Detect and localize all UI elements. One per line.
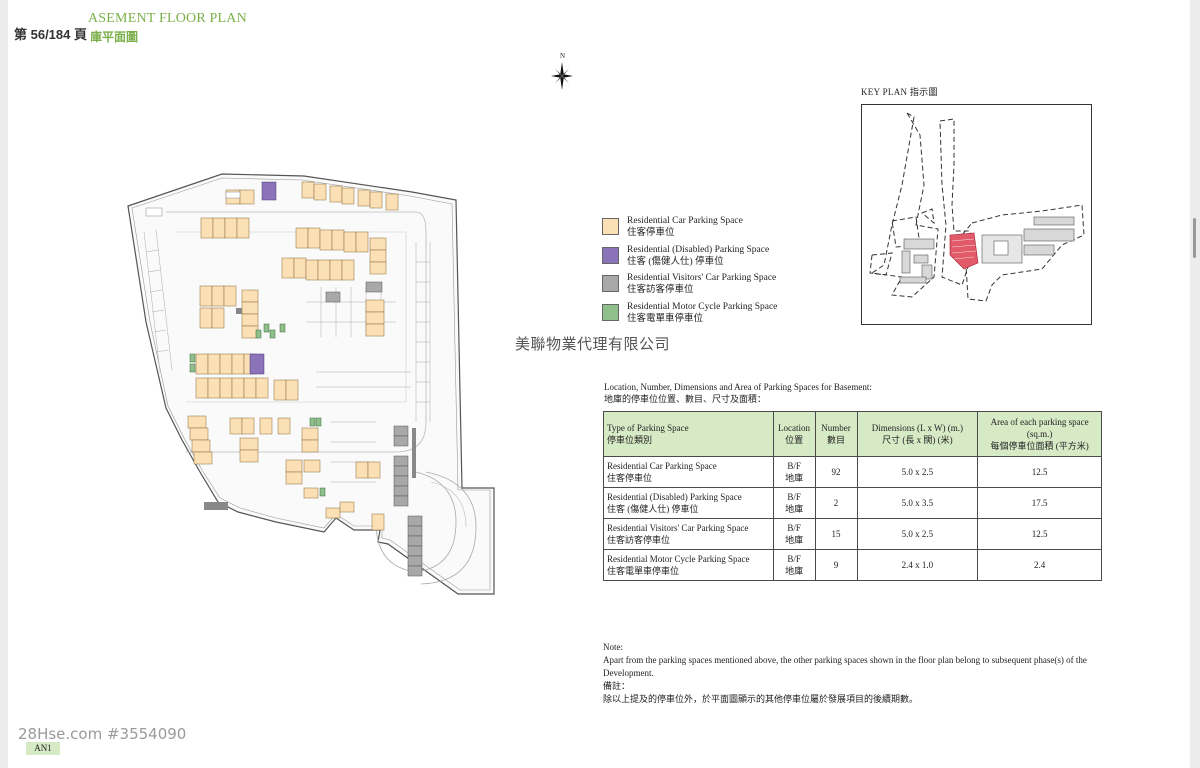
header-area: Area of each parking space (sq.m.)每個停車位面… bbox=[977, 411, 1102, 457]
cell-dimensions: 5.0 x 2.5 bbox=[856, 518, 979, 550]
legend-swatch-residential-disabled bbox=[602, 247, 619, 264]
legend-label-zh: 住客 (傷健人仕) 停車位 bbox=[627, 257, 724, 267]
floor-plan-title-zh: 庫平面圖 bbox=[90, 30, 139, 44]
cell-number: 15 bbox=[814, 518, 858, 550]
table-caption-en: Location, Number, Dimensions and Area of… bbox=[604, 382, 872, 392]
note-heading-en: Note: bbox=[603, 642, 623, 652]
legend-item-residential-car: Residential Car Parking Space 住客停車位 bbox=[602, 215, 822, 241]
header-dimensions: Dimensions (L x W) (m.)尺寸 (長 x 闊) (米) bbox=[856, 411, 979, 457]
note-heading-zh: 備註： bbox=[603, 681, 631, 691]
cell-number: 92 bbox=[814, 456, 858, 488]
legend-label-en: Residential Car Parking Space bbox=[627, 216, 743, 226]
cell-dimensions: 5.0 x 3.5 bbox=[856, 487, 979, 519]
legend-label-zh: 住客電單車停車位 bbox=[627, 314, 704, 324]
cell-number: 2 bbox=[814, 487, 858, 519]
listing-watermark: 28Hse.com #3554090 bbox=[18, 725, 187, 743]
legend-label-en: Residential Motor Cycle Parking Space bbox=[627, 302, 778, 312]
legend-label-en: Residential (Disabled) Parking Space bbox=[627, 245, 770, 255]
floor-plan-title-en: ASEMENT FLOOR PLAN bbox=[88, 11, 247, 26]
north-arrow-icon: N bbox=[548, 50, 576, 96]
key-plan-map bbox=[861, 104, 1092, 325]
legend-item-residential-visitors: Residential Visitors' Car Parking Space … bbox=[602, 272, 822, 298]
legend-label-zh: 住客停車位 bbox=[627, 228, 675, 238]
legend-item-residential-disabled: Residential (Disabled) Parking Space 住客 … bbox=[602, 244, 822, 270]
sheet-code: AN1 bbox=[26, 742, 60, 755]
cell-area: 2.4 bbox=[977, 549, 1102, 581]
note-text-zh: 除以上提及的停車位外，於平面圖顯示的其他停車位屬於發展項目的後續期數。 bbox=[603, 694, 919, 704]
cell-dimensions: 2.4 x 1.0 bbox=[856, 549, 979, 581]
table-caption: Location, Number, Dimensions and Area of… bbox=[604, 381, 872, 405]
cell-number: 9 bbox=[814, 549, 858, 581]
key-plan-label: KEY PLAN 指示圖 bbox=[861, 87, 938, 97]
agency-watermark: 美聯物業代理有限公司 bbox=[515, 335, 671, 353]
cell-area: 12.5 bbox=[977, 518, 1102, 550]
basement-floor-plan bbox=[126, 172, 498, 598]
legend-swatch-residential-car bbox=[602, 218, 619, 235]
table-caption-zh: 地庫的停車位位置、數目、尺寸及面積： bbox=[604, 394, 767, 404]
note-section: Note: Apart from the parking spaces ment… bbox=[603, 641, 1103, 706]
cell-area: 12.5 bbox=[977, 456, 1102, 488]
legend-swatch-residential-visitors bbox=[602, 275, 619, 292]
legend-label-zh: 住客訪客停車位 bbox=[627, 285, 694, 295]
cell-area: 17.5 bbox=[977, 487, 1102, 519]
note-text-en: Apart from the parking spaces mentioned … bbox=[603, 655, 1087, 678]
legend-item-residential-motorcycle: Residential Motor Cycle Parking Space 住客… bbox=[602, 301, 822, 327]
page-indicator: 第 56/184 頁 bbox=[10, 22, 91, 45]
legend-swatch-residential-motorcycle bbox=[602, 304, 619, 321]
vertical-scrollbar[interactable] bbox=[1193, 218, 1196, 258]
cell-dimensions: 5.0 x 2.5 bbox=[856, 456, 979, 488]
north-label: N bbox=[560, 52, 565, 60]
legend-label-en: Residential Visitors' Car Parking Space bbox=[627, 273, 777, 283]
